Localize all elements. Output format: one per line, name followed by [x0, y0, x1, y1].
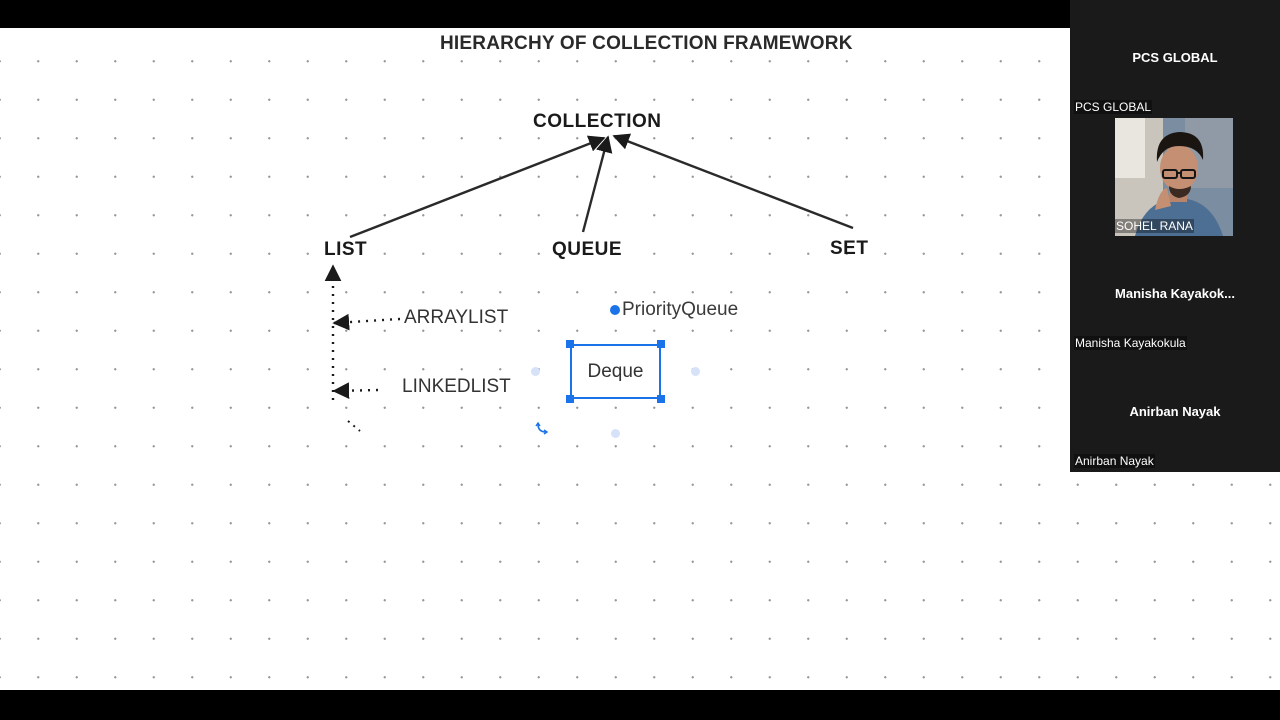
edge-arraylist-dotted — [332, 313, 401, 331]
connector-anchor-right[interactable] — [691, 367, 700, 376]
node-arraylist[interactable]: ARRAYLIST — [404, 307, 509, 328]
node-set[interactable]: SET — [830, 238, 869, 259]
participant-name-label: Anirban Nayak — [1074, 454, 1155, 468]
node-queue[interactable]: QUEUE — [552, 239, 623, 260]
node-priority-queue[interactable]: PriorityQueue — [622, 299, 739, 320]
deque-label: Deque — [587, 360, 644, 382]
edge-queue-collection — [581, 135, 613, 233]
webcam-feed-image — [1115, 118, 1233, 236]
edge-set-collection — [612, 133, 854, 230]
participant-display-name: Anirban Nayak — [1129, 404, 1221, 419]
participant-display-name: Manisha Kayakok... — [1115, 286, 1235, 301]
participant-display-name: PCS GLOBAL — [1132, 50, 1218, 65]
participant-name-label: PCS GLOBAL — [1074, 100, 1153, 114]
resize-handle-bottom-left[interactable] — [566, 395, 574, 403]
node-linkedlist[interactable]: LINKEDLIST — [402, 376, 511, 397]
bottom-black-bar — [0, 690, 1280, 720]
edge-stray-dotted — [347, 420, 361, 432]
participant-tile-manisha[interactable]: Manisha Kayakok... Manisha Kayakokula — [1070, 236, 1280, 354]
resize-handle-bottom-right[interactable] — [657, 395, 665, 403]
node-collection[interactable]: COLLECTION — [533, 111, 662, 132]
participant-tile-pcs-global[interactable]: PCS GLOBAL PCS GLOBAL — [1070, 0, 1280, 118]
top-black-bar — [0, 0, 1280, 28]
participants-panel: PCS GLOBAL PCS GLOBAL SOHEL RANA Manisha… — [1070, 0, 1280, 472]
edge-list-collection — [349, 135, 606, 239]
resize-handle-top-right[interactable] — [657, 340, 665, 348]
connector-anchor-left[interactable] — [531, 367, 540, 376]
connector-anchor-bottom[interactable] — [611, 429, 620, 438]
participant-name-label: Manisha Kayakokula — [1074, 336, 1187, 350]
node-deque-selected[interactable]: Deque — [570, 344, 661, 399]
node-list[interactable]: LIST — [324, 239, 368, 260]
edge-linkedlist-dotted — [332, 382, 379, 400]
participant-video-sohel-rana[interactable]: SOHEL RANA — [1115, 118, 1233, 236]
diagram-title: HIERARCHY OF COLLECTION FRAMEWORK — [440, 33, 853, 54]
connection-point-dot[interactable] — [610, 305, 620, 315]
resize-handle-top-left[interactable] — [566, 340, 574, 348]
participant-name-label: SOHEL RANA — [1115, 219, 1194, 233]
participant-tile-anirban[interactable]: Anirban Nayak Anirban Nayak — [1070, 354, 1280, 472]
rotate-icon[interactable] — [535, 421, 549, 435]
